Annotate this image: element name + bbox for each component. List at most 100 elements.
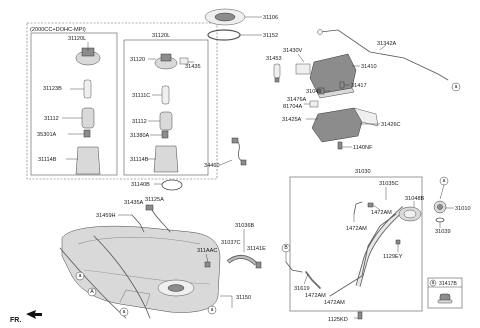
callout-a-tank-right xyxy=(207,305,217,315)
leader-311AAC xyxy=(205,253,209,263)
tank-mount-leader xyxy=(220,295,233,308)
pump-connector-right xyxy=(179,57,194,65)
sender-clip-left xyxy=(68,129,91,138)
front-direction-label: FR. xyxy=(10,317,21,324)
label-31459H: 31459H xyxy=(96,213,116,219)
callout-b-top-right xyxy=(451,82,461,92)
fuel-pump-module-box-left xyxy=(30,32,118,176)
label-1140NF: 1140NF xyxy=(353,145,373,151)
inset-box-31417B xyxy=(427,277,463,309)
label-31417: 31417 xyxy=(351,83,367,89)
callout-A-tank xyxy=(87,287,97,297)
label-31426C: 31426C xyxy=(381,122,401,128)
callout-a-tank-left-text: a xyxy=(79,273,82,279)
pump-bracket-left xyxy=(70,79,92,99)
sender-clip-right xyxy=(150,130,169,139)
label-31619: 31619 xyxy=(294,286,310,292)
callout-a-inset-text: a xyxy=(432,280,435,286)
label-1472AM-a: 1472AM xyxy=(371,210,392,216)
filler-hose-31036B xyxy=(204,255,262,269)
callout-a-inset xyxy=(429,279,437,287)
vent-hose-31619 xyxy=(303,271,321,289)
pump-motor-right xyxy=(148,111,173,131)
label-1472AM-b: 1472AM xyxy=(346,226,367,232)
canister-bolt xyxy=(339,81,350,89)
label-35301A: 35301A xyxy=(37,132,57,138)
label-31125A: 31125A xyxy=(145,197,164,203)
label-81704A: 81704A xyxy=(283,104,303,110)
label-1125KD: 1125KD xyxy=(328,317,348,323)
label-34460: 34460 xyxy=(204,163,220,169)
callout-a-tank-right-text: a xyxy=(211,307,214,313)
callout-B-text: B xyxy=(284,245,288,251)
label-31123B: 31123B xyxy=(43,86,62,92)
label-31035C: 31035C xyxy=(379,181,399,187)
label-31030: 31030 xyxy=(355,169,371,175)
label-31141E: 31141E xyxy=(247,246,266,252)
canister-upper xyxy=(295,53,360,99)
label-31476A: 31476A xyxy=(287,97,307,103)
fuel-tank xyxy=(61,225,221,313)
connector-B xyxy=(281,243,303,273)
pump-motor-left xyxy=(62,107,95,129)
filler-neck-pipe xyxy=(329,206,406,297)
vent-line-assembly xyxy=(317,29,449,81)
label-31120L-a: 31120L xyxy=(68,36,86,42)
pump-cover-plate xyxy=(204,8,262,26)
leader-31430V xyxy=(297,53,305,63)
filler-neck-box xyxy=(289,176,423,312)
clamp-1472AM-mid xyxy=(353,201,363,222)
clamp-1472AM-top xyxy=(367,202,381,211)
callout-A-tank-text: A xyxy=(90,289,94,295)
callout-a-tank-bottom-text: a xyxy=(123,309,126,315)
filler-cap-housing xyxy=(398,201,422,222)
label-1129EY: 1129EY xyxy=(383,254,403,260)
label-31039: 31039 xyxy=(435,229,451,235)
label-31342A: 31342A xyxy=(377,41,397,47)
mount-bolt xyxy=(337,141,352,150)
fuel-pump-module-box-right xyxy=(123,39,209,176)
canister-lower xyxy=(306,107,380,143)
pump-flange-left xyxy=(75,42,101,66)
cover-seal-ring xyxy=(207,29,262,41)
engine-variant-box xyxy=(26,22,218,180)
label-31114B-b: 31114B xyxy=(130,157,149,163)
canister-clip xyxy=(317,87,330,95)
label-31410: 31410 xyxy=(361,64,377,70)
label-31111C: 31111C xyxy=(132,93,150,99)
label-31417B: 31417B xyxy=(439,281,457,287)
bolt-1125KD xyxy=(354,311,363,320)
engine-note-label: (2000CC+DOHC-MPI) xyxy=(30,27,86,33)
mount-screw xyxy=(395,239,401,252)
label-31114B-a: 31114B xyxy=(38,157,57,163)
label-31150: 31150 xyxy=(236,295,251,301)
label-31049: 31049 xyxy=(306,89,322,95)
label-31430V: 31430V xyxy=(283,48,303,54)
callout-a-tank-left xyxy=(75,271,85,281)
label-31435: 31435 xyxy=(185,64,201,70)
label-311AAC: 311AAC xyxy=(197,248,217,254)
label-31036B: 31036B xyxy=(235,223,255,229)
vent-valve xyxy=(273,63,281,83)
label-31010: 31010 xyxy=(455,206,471,212)
callout-b-top-right-text: a xyxy=(455,84,458,90)
grommet-31417B xyxy=(437,293,453,304)
label-1472AM-d: 1472AM xyxy=(324,300,345,306)
fuel-cap xyxy=(433,184,454,214)
tank-vent-tube xyxy=(131,204,171,233)
callout-a-tank-bottom xyxy=(119,307,129,317)
label-31152: 31152 xyxy=(263,33,278,39)
label-31112-a: 31112 xyxy=(44,116,59,122)
sensor-wire xyxy=(219,137,247,166)
fuel-filter-right xyxy=(148,145,179,173)
label-31120L-b: 31120L xyxy=(152,33,170,39)
fuel-filter-left xyxy=(66,146,101,175)
label-31048B: 31048B xyxy=(405,196,425,202)
pump-flange-right xyxy=(148,53,178,70)
label-31037C: 31037C xyxy=(221,240,241,246)
callout-a-cap-text: a xyxy=(443,178,446,184)
front-arrow-icon xyxy=(26,310,42,319)
label-31140B: 31140B xyxy=(131,182,150,188)
label-31120: 31120 xyxy=(130,57,145,63)
